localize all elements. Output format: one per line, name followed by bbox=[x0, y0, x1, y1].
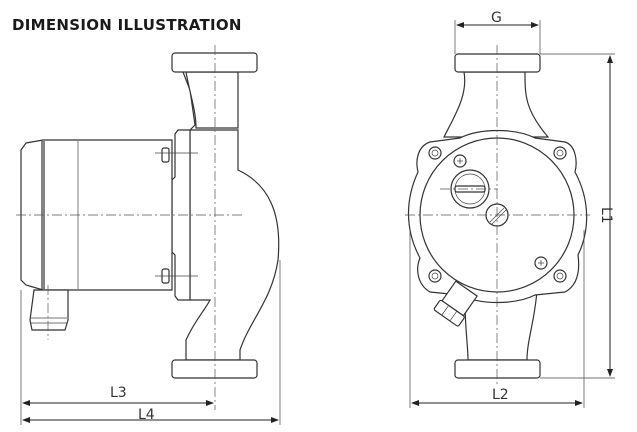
bottom-flange bbox=[454, 359, 541, 379]
l2-label: L2 bbox=[492, 387, 509, 403]
l1-label: L1 bbox=[598, 207, 614, 224]
pump-side-view bbox=[16, 45, 280, 410]
screw bbox=[161, 147, 170, 163]
cable-gland bbox=[433, 280, 478, 327]
g-label: G bbox=[491, 10, 502, 26]
bottom-flange bbox=[171, 359, 258, 379]
cable-gland bbox=[29, 289, 69, 331]
top-flange bbox=[454, 53, 541, 73]
page-title: DIMENSION ILLUSTRATION bbox=[12, 16, 242, 34]
l3-label: L3 bbox=[110, 385, 127, 401]
pump-front-view bbox=[405, 45, 590, 385]
top-flange bbox=[171, 52, 258, 73]
l4-label: L4 bbox=[138, 407, 155, 423]
